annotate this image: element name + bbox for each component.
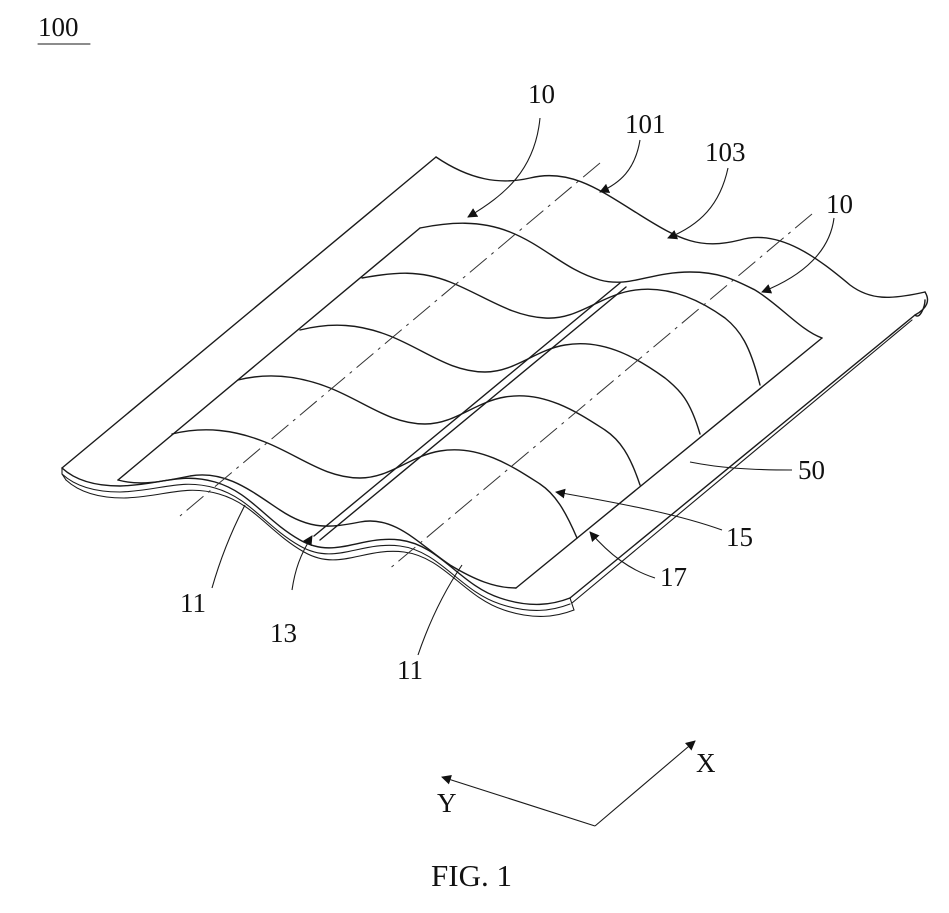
label-101: 101 <box>625 109 666 139</box>
label-13: 13 <box>270 618 297 648</box>
x-axis-arrow <box>595 741 695 826</box>
label-10-right: 10 <box>826 189 853 219</box>
label-103: 103 <box>705 137 746 167</box>
y-axis-arrow <box>442 777 595 826</box>
y-axis-label: Y <box>437 788 457 818</box>
label-11-bottom: 11 <box>397 655 423 685</box>
figure-reference-100: 100 <box>38 12 79 42</box>
axis-indicator: X Y <box>437 741 716 826</box>
figure-caption: FIG. 1 <box>431 858 512 893</box>
annotations: 10 101 103 10 50 15 17 13 11 11 <box>180 79 853 685</box>
x-axis-label: X <box>696 748 716 778</box>
label-11-left: 11 <box>180 588 206 618</box>
cell-array <box>118 163 822 588</box>
label-10-left: 10 <box>528 79 555 109</box>
label-17: 17 <box>660 562 687 592</box>
label-15: 15 <box>726 522 753 552</box>
label-50: 50 <box>798 455 825 485</box>
